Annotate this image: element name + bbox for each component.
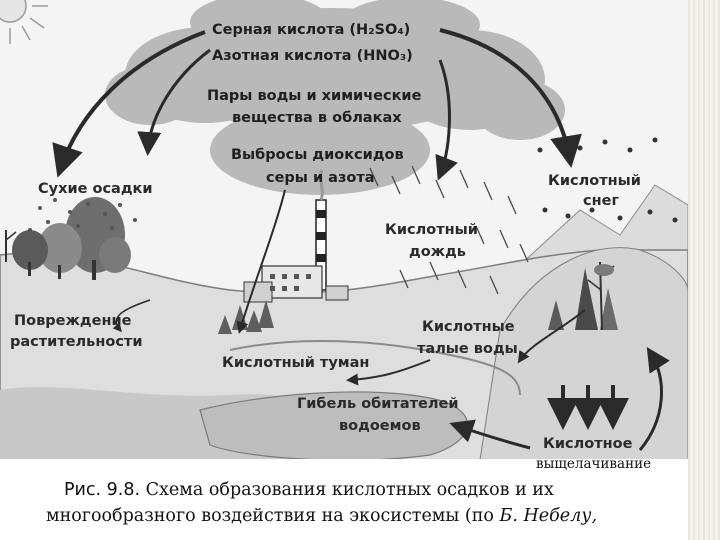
caption-text-line2: многообразного воздействия на экосистемы…: [46, 506, 494, 526]
dry-deposition-dots: [28, 198, 137, 232]
side-stripe-decoration: [688, 0, 720, 540]
emissions-label-line1: Выбросы диоксидов: [231, 147, 404, 163]
figure-number: Рис. 9.8.: [64, 480, 141, 500]
arrow-to-acid-snow: [439, 28, 582, 168]
acid-rain-diagram: [0, 0, 688, 460]
forest-fog-icon: [218, 300, 274, 334]
arrow-leach-to-lake: [449, 419, 531, 450]
acid-snow-label-line2: снег: [583, 193, 620, 209]
sun-icon: [0, 0, 48, 44]
acid-melt-label-line2: талые воды: [417, 341, 518, 357]
death-label-line2: водоемов: [339, 418, 421, 434]
caption-text-line1: Схема образования кислотных осадков и их: [145, 480, 554, 500]
arrow-melt-to-stream: [346, 359, 431, 386]
dry-deposition-label: Сухие осадки: [38, 181, 153, 197]
arrow-to-dry-deposition: [52, 30, 206, 178]
sulfuric-acid-label: Серная кислота (H₂SO₄): [212, 22, 411, 38]
acid-snow-label-line1: Кислотный: [548, 173, 641, 189]
veg-damage-label-line2: растительности: [10, 334, 143, 350]
veg-damage-label-line1: Повреждение: [14, 313, 132, 329]
factory-icon: [243, 169, 349, 303]
arrow-down-to-fog: [236, 189, 286, 334]
stream-path: [229, 339, 521, 396]
nitric-acid-label: Азотная кислота (HNO₃): [212, 48, 413, 64]
leaching-label: выщелачивание: [536, 456, 652, 472]
arrow-to-acid-rain: [435, 59, 458, 181]
forest-left-icon: [5, 197, 131, 280]
acid-fog-label: Кислотный туман: [222, 355, 370, 371]
caption-author: Б. Небелу,: [499, 506, 598, 526]
emissions-label-line2: серы и азота: [266, 170, 375, 186]
caption-line2: многообразного воздействия на экосистемы…: [46, 506, 597, 526]
arrow-leach-return: [638, 346, 670, 451]
acid-rain-label-line1: Кислотный: [385, 222, 478, 238]
vapor-label-line2: вещества в облаках: [232, 110, 402, 126]
vapor-label-line1: Пары воды и химические: [207, 88, 422, 104]
acid-rain-label-line2: дождь: [409, 244, 466, 260]
death-label-line1: Гибель обитателей: [297, 396, 459, 412]
caption-line1: Рис. 9.8. Схема образования кислотных ос…: [64, 480, 554, 500]
leaching-arrows: [547, 385, 629, 430]
acid-rain-streaks: [369, 165, 529, 295]
acid-leach-label: Кислотное: [543, 436, 633, 452]
arrow-to-left-cloud-top: [137, 48, 211, 156]
caption-area: [0, 459, 688, 540]
right-hill: [479, 247, 688, 460]
arrow-to-veg-damage: [112, 299, 151, 333]
arrow-melt-from-mountain: [517, 309, 586, 364]
acid-melt-label-line1: Кислотные: [422, 319, 515, 335]
